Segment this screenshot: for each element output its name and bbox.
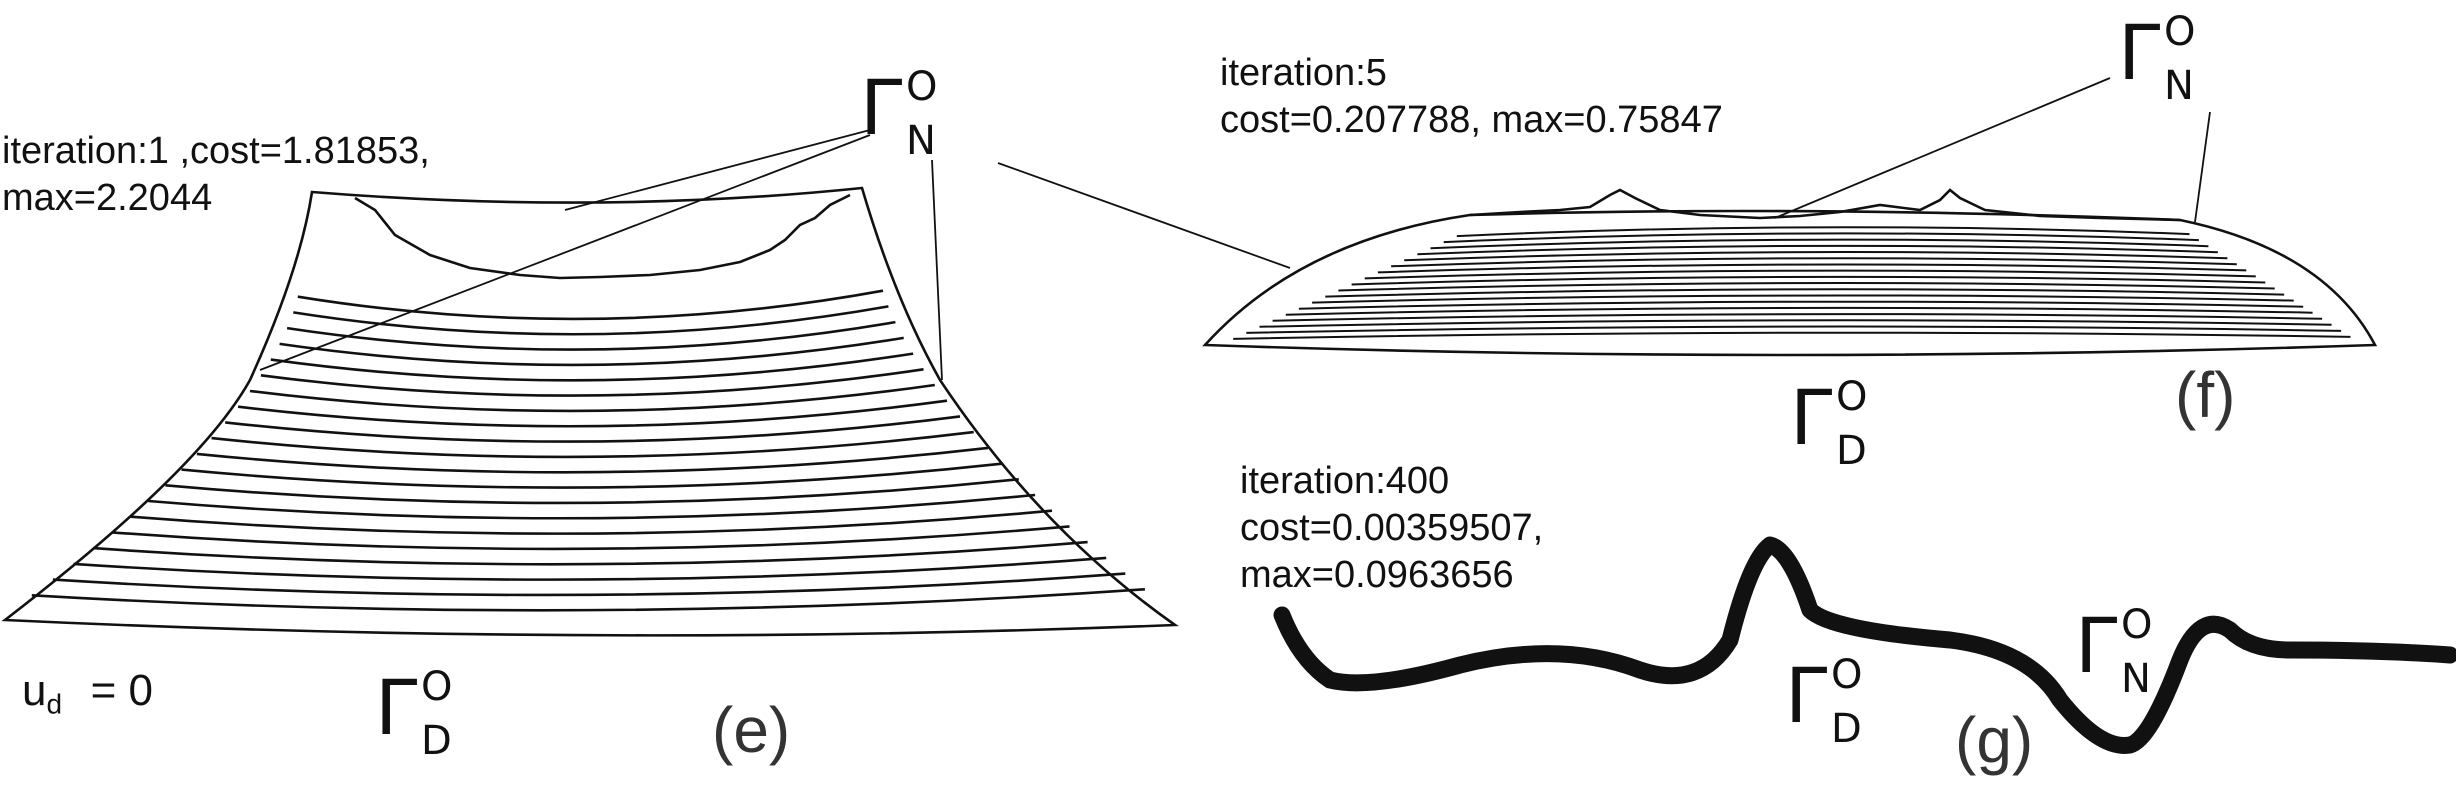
- gamma-symbol: Γ: [1785, 651, 1828, 740]
- level-curve: [1246, 325, 2342, 334]
- panel-f-iteration-line1: iteration:5: [1220, 52, 1387, 94]
- gamma-symbol: Γ: [2075, 601, 2118, 690]
- level-curve: [286, 320, 896, 351]
- gamma-superscript: O: [1836, 374, 1868, 420]
- level-curve: [112, 525, 1070, 551]
- level-curve: [1298, 300, 2304, 310]
- gamma-symbol: Γ: [1790, 373, 1833, 462]
- ud-symbol: u: [22, 666, 47, 715]
- level-curve: [1351, 275, 2266, 286]
- panel-e-iteration-line1: iteration:1 ,cost=1.81853,: [2, 130, 430, 172]
- gamma-superscript: O: [906, 64, 938, 110]
- level-curve: [1443, 232, 2199, 244]
- gamma-subscript: N: [906, 118, 936, 164]
- ud-subscript: d: [46, 688, 63, 720]
- gamma-symbol: Γ: [375, 663, 418, 752]
- gamma-superscript: O: [1831, 652, 1863, 698]
- level-curve: [260, 368, 924, 397]
- level-curve: [1272, 313, 2323, 322]
- level-curve: [1364, 269, 2256, 280]
- gamma-superscript: O: [2164, 9, 2196, 55]
- gamma-symbol: Γ: [860, 63, 903, 152]
- panel-e-gamma-n: Γ O N: [860, 64, 937, 164]
- level-curve: [73, 556, 1107, 581]
- panel-e-gamma-d: Γ O D: [375, 664, 452, 764]
- level-curve: [249, 383, 935, 413]
- level-curve: [148, 493, 1036, 520]
- level-curve: [297, 289, 884, 321]
- panel-g-gamma-n: Γ O N: [2075, 602, 2152, 702]
- level-curve: [1456, 226, 2190, 238]
- level-curve: [1430, 238, 2209, 250]
- panel-e-boundary-condition: ud = 0: [22, 668, 153, 728]
- gamma-symbol: Γ: [2118, 8, 2161, 97]
- panel-f-top-contour: [1469, 188, 2181, 222]
- panel-f-gamma-d: Γ O D: [1790, 374, 1867, 474]
- gamma-subscript: D: [1831, 706, 1862, 752]
- panel-e-level-curves: [31, 289, 1145, 612]
- level-curve: [1285, 306, 2313, 316]
- level-curve: [225, 415, 961, 443]
- level-curve: [270, 352, 914, 382]
- level-curve: [31, 588, 1145, 612]
- level-curve: [1312, 294, 2294, 304]
- panel-f-outline: [1202, 209, 2378, 357]
- gamma-superscript: O: [2121, 602, 2153, 648]
- level-curve: [1325, 288, 2285, 298]
- panel-f-shape: [997, 77, 2378, 357]
- level-curve: [1233, 331, 2351, 340]
- level-curve: [165, 478, 1019, 505]
- ud-value: = 0: [90, 666, 154, 715]
- level-curve: [211, 430, 974, 459]
- level-curve: [237, 399, 948, 428]
- level-curve: [1404, 251, 2228, 262]
- panel-g-tag: (g): [1955, 704, 2034, 776]
- panel-f-gamma-n: Γ O N: [2118, 9, 2195, 109]
- panel-f-iteration-line2: cost=0.207788, max=0.75847: [1220, 99, 1723, 141]
- panel-e-tag: (e): [712, 694, 791, 766]
- level-curve: [1417, 244, 2218, 256]
- panel-f-level-curves: [1233, 226, 2351, 340]
- panel-e-callout-lines: [259, 129, 943, 381]
- level-curve: [279, 336, 904, 367]
- panel-g-iteration-line3: max=0.0963656: [1240, 554, 1514, 596]
- level-curve: [52, 572, 1126, 597]
- level-curve: [1391, 257, 2237, 268]
- gamma-subscript: N: [2121, 656, 2151, 702]
- panel-e-shape: [1, 129, 1179, 637]
- panel-e-outline: [1, 186, 1179, 637]
- panel-g-band: [1273, 536, 2456, 754]
- panel-f-tag: (f): [2175, 359, 2236, 431]
- level-curve: [196, 446, 989, 474]
- level-curve: [181, 462, 1004, 489]
- level-curve: [1338, 282, 2275, 292]
- panel-e-iteration-line2: max=2.2044: [2, 177, 213, 219]
- level-curve: [130, 509, 1053, 535]
- panel-f-callout-lines: [997, 77, 2211, 269]
- panel-g-iteration-line2: cost=0.00359507,: [1240, 507, 1544, 549]
- panel-g-gamma-d: Γ O D: [1785, 652, 1862, 752]
- gamma-superscript: O: [421, 664, 453, 710]
- level-curve: [1259, 319, 2332, 328]
- gamma-subscript: N: [2164, 63, 2194, 109]
- panel-g-shape: [1273, 536, 2456, 754]
- level-curve: [93, 540, 1088, 566]
- gamma-subscript: D: [1836, 428, 1867, 474]
- panel-g-iteration-line1: iteration:400: [1240, 460, 1450, 502]
- level-curve: [1377, 263, 2247, 274]
- level-curve: [293, 305, 889, 336]
- gamma-subscript: D: [421, 718, 452, 764]
- panel-e-top-contour: [354, 193, 851, 280]
